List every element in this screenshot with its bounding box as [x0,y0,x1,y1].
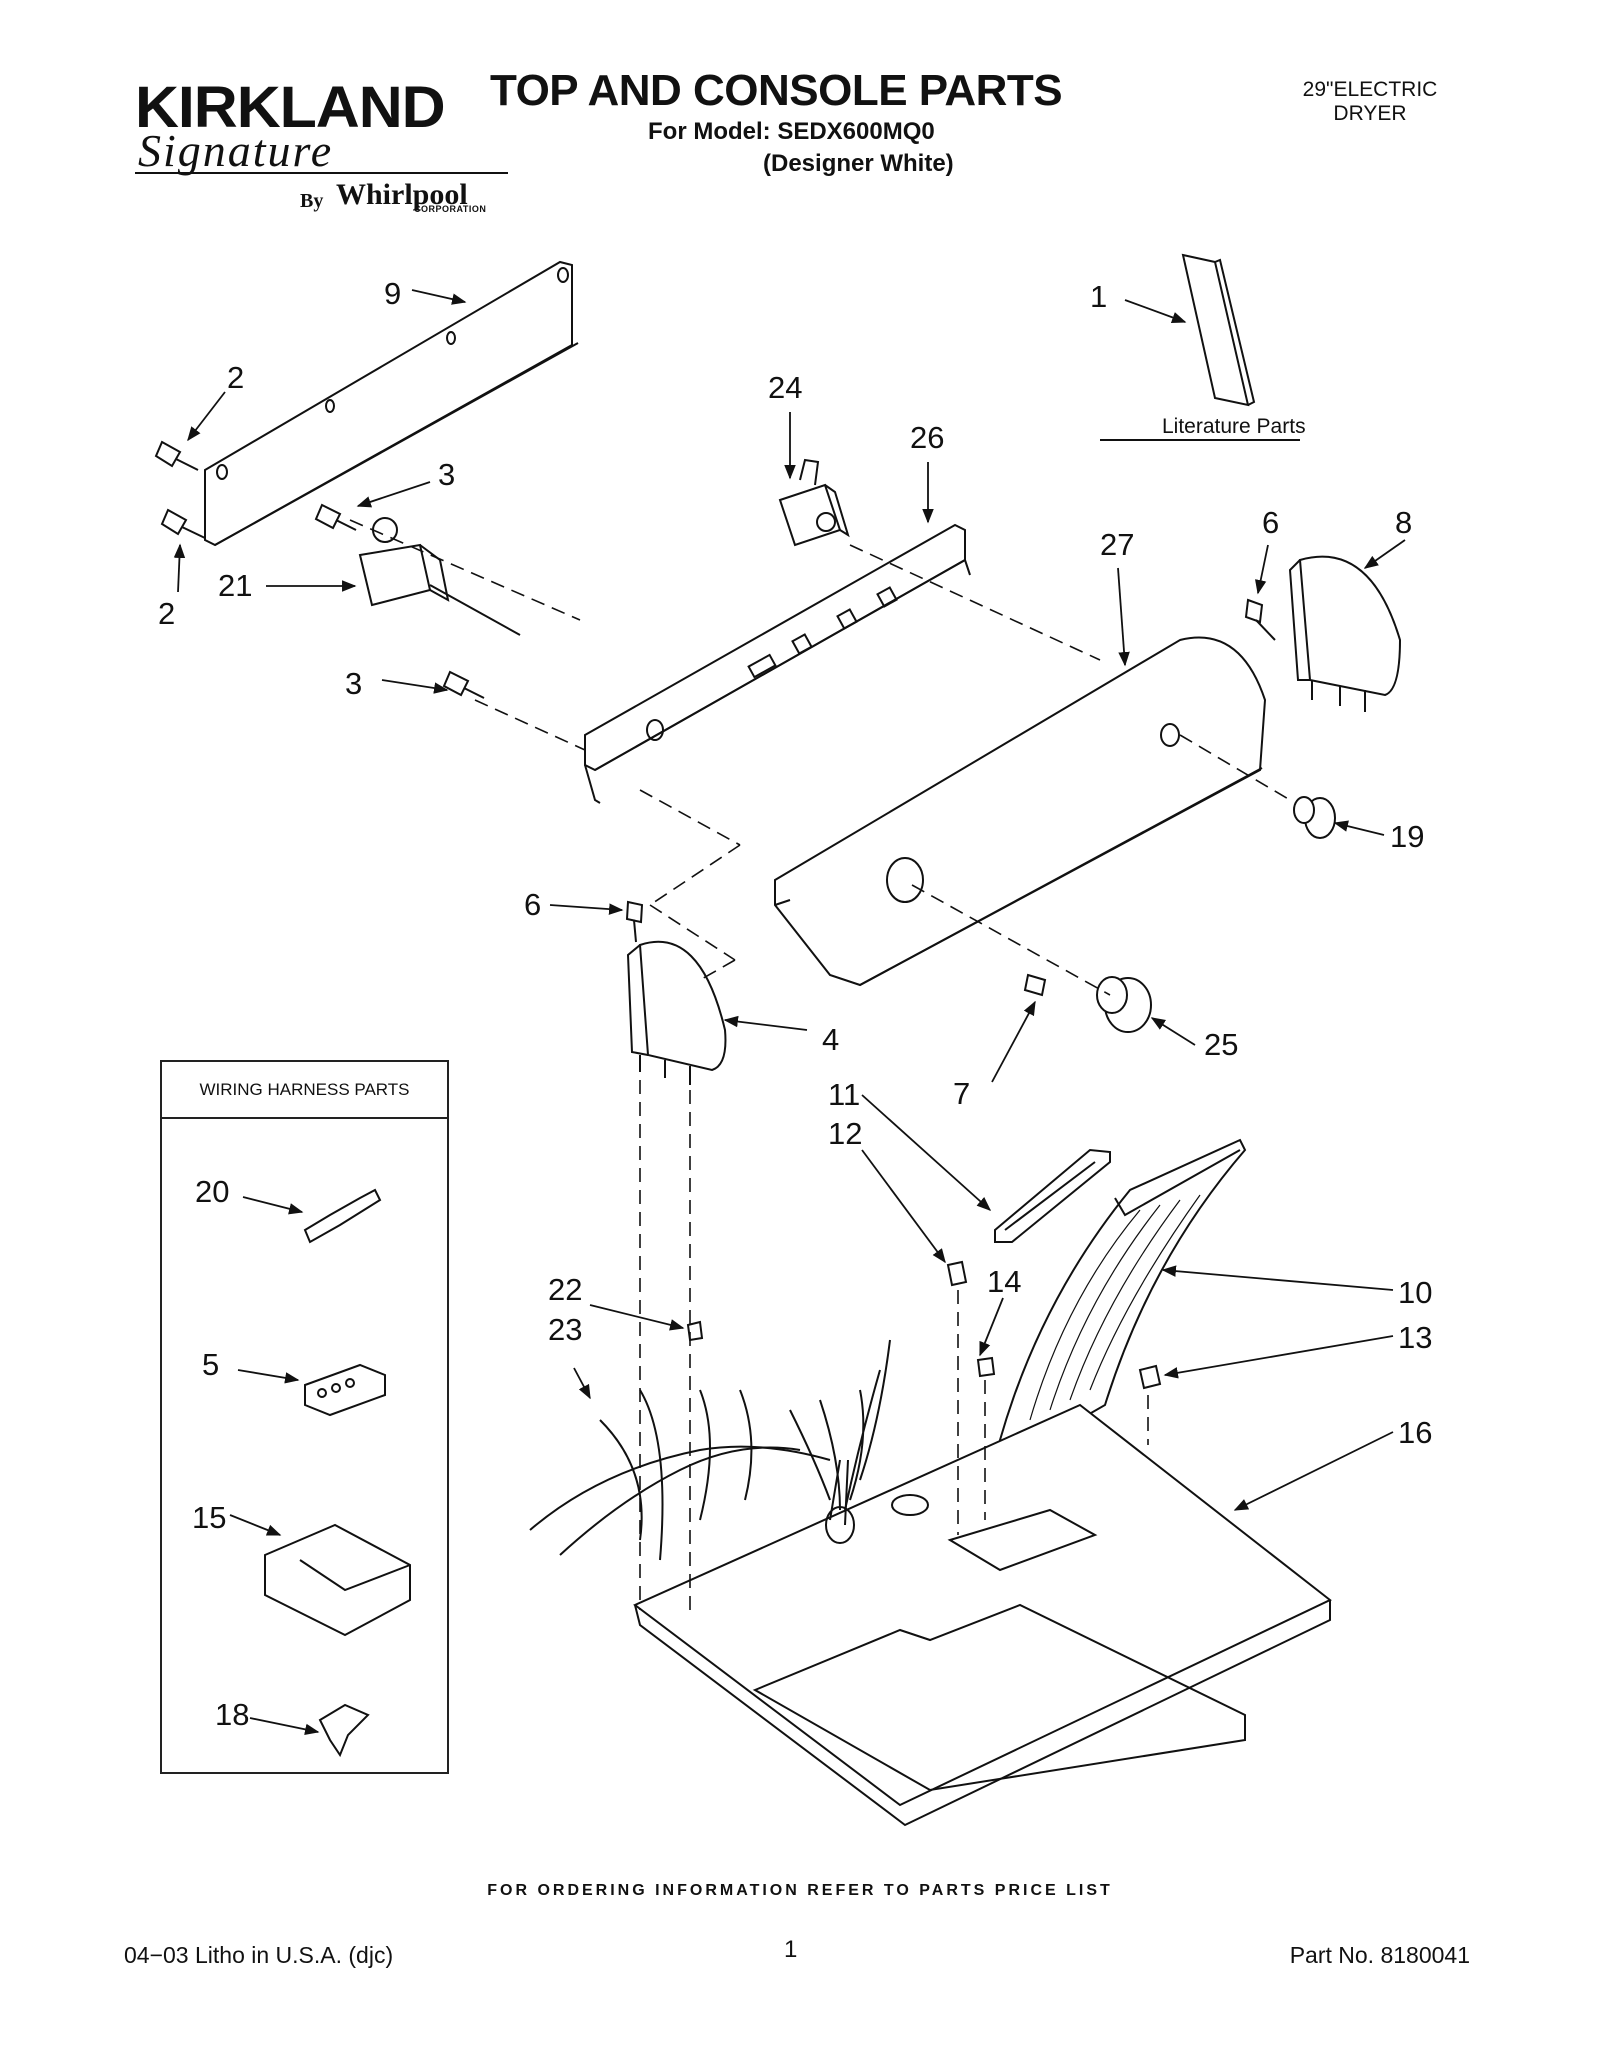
part-9-rear-panel [204,260,579,547]
callout-9: 9 [384,276,401,311]
logo-by-text: By [300,190,324,212]
part-3-screw-upper [314,503,357,531]
ordering-note: FOR ORDERING INFORMATION REFER TO PARTS … [487,1882,1113,1899]
maker-logo: Whirlpool [336,178,468,211]
part-2-screw-upper [154,440,199,471]
part-5-connector [304,1363,386,1417]
callout-11: 11 [828,1077,860,1112]
callout-3-upper: 3 [438,457,455,492]
callout-16: 16 [1398,1415,1432,1450]
callout-25: 25 [1204,1027,1238,1062]
callout-24: 24 [768,370,802,405]
dryer-type: 29"ELECTRIC DRYER [1270,78,1470,126]
part-25-knob [1096,976,1152,1033]
callout-10: 10 [1398,1275,1432,1310]
callout-13: 13 [1398,1320,1432,1355]
callout-6-left: 6 [524,887,541,922]
part-20-terminal [303,1188,382,1244]
callout-15: 15 [192,1500,226,1535]
part-24-timer [778,458,850,547]
dryer-type-line2: DRYER [1333,102,1407,125]
callout-26: 26 [910,420,944,455]
part-13-screw [1138,1364,1162,1390]
part-14-screw [976,1356,996,1378]
part-15-terminal-block [264,1523,411,1637]
part-10-lint-filter [998,1138,1247,1457]
dryer-type-line1: 29"ELECTRIC [1302,78,1438,101]
part-1-literature-booklet [1181,253,1256,407]
literature-parts-label: Literature Parts [1162,415,1306,438]
callout-2-upper: 2 [227,360,244,395]
part-7-screw [1023,973,1047,997]
wiring-harness-title: WIRING HARNESS PARTS [162,1062,447,1119]
page-number: 1 [784,1936,798,1963]
callout-numbers: 1 2 2 3 3 4 5 6 6 7 8 9 10 11 12 13 14 1… [158,276,1432,1732]
callout-19: 19 [1390,819,1424,854]
callout-6-right: 6 [1262,505,1279,540]
print-info: 04−03 Litho in U.S.A. (djc) [124,1942,394,1968]
part-16-top-panel [633,1403,1332,1827]
part-18-clip [318,1703,370,1758]
brand-logo: KIRKLAND [135,75,446,140]
part-23-wiring-harness [529,1339,891,1561]
logo-divider [135,172,508,174]
part-4-left-end-cap [626,940,727,1085]
callout-23: 23 [548,1312,582,1347]
callout-21: 21 [218,568,252,603]
part-11-lint-housing [994,1148,1111,1243]
callout-5: 5 [202,1347,219,1382]
model-number: For Model: SEDX600MQ0 [648,118,935,145]
maker-corporation-text: CORPORATION [414,204,487,214]
part-12-clip [946,1260,968,1287]
page-title: TOP AND CONSOLE PARTS [490,66,1063,115]
brand-script-logo: Signature [138,125,334,176]
callout-7: 7 [953,1076,970,1111]
callout-1: 1 [1090,279,1107,314]
callout-8: 8 [1395,505,1412,540]
part-6-screw-left [625,900,644,943]
model-finish: (Designer White) [763,150,954,177]
part-2-screw-lower [160,508,206,539]
callout-leaders [173,289,1406,1736]
callout-20: 20 [195,1174,229,1209]
callout-18: 18 [215,1697,249,1732]
part-26-control-bracket [584,523,971,804]
callout-4: 4 [822,1022,839,1057]
callout-12: 12 [828,1116,862,1151]
part-number: Part No. 8180041 [1289,1942,1470,1968]
part-21-switch [358,517,521,636]
part-27-console [774,636,1267,987]
wiring-harness-box: WIRING HARNESS PARTS [160,1060,449,1774]
assembly-guide-lines [349,519,1291,1615]
callout-27: 27 [1100,527,1134,562]
callout-22: 22 [548,1272,582,1307]
part-6-screw-right [1244,598,1276,641]
part-3-screw-lower [442,670,485,699]
callout-2-lower: 2 [158,596,175,631]
callout-14: 14 [987,1264,1021,1299]
part-19-knob [1293,796,1336,839]
part-8-right-end-cap [1288,555,1402,712]
callout-3-lower: 3 [345,666,362,701]
